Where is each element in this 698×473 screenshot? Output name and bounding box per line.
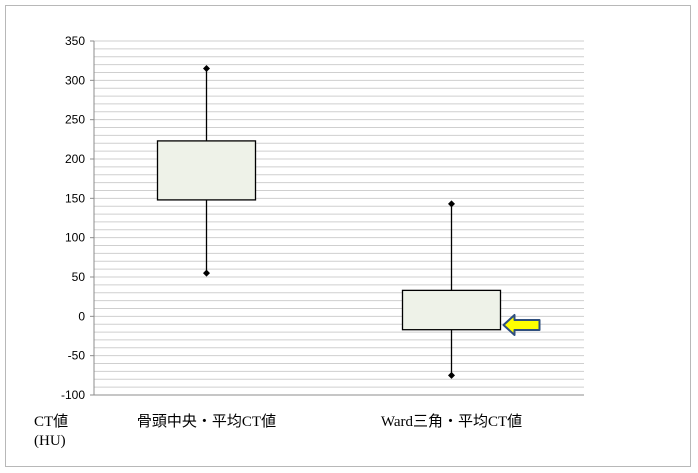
chart-frame: 350 300 250 200 150 100 50 0 -50 -100 骨頭中央・平均CT値 W… xyxy=(5,5,691,467)
arrow-icon xyxy=(502,313,541,336)
annotation xyxy=(502,313,541,336)
y-label-line: (HU) xyxy=(34,433,66,449)
y-tick-label: 100 xyxy=(65,231,85,245)
box xyxy=(156,140,257,201)
grid-lines xyxy=(94,40,584,388)
min-marker xyxy=(448,371,455,379)
max-marker xyxy=(203,65,210,73)
y-tick-label: 50 xyxy=(72,270,86,284)
y-tick-label: 300 xyxy=(65,73,85,87)
boxplot-chart: 350 300 250 200 150 100 50 0 -50 -100 骨頭中央・平均CT値 W… xyxy=(34,34,584,449)
box xyxy=(401,289,502,331)
category-label: Ward三角・平均CT値 xyxy=(381,413,522,430)
y-tick-labels: 350 300 250 200 150 100 50 0 -50 -100 xyxy=(61,34,85,402)
y-tick-label: 350 xyxy=(65,34,85,48)
category-labels: 骨頭中央・平均CT値 Ward三角・平均CT値 xyxy=(137,413,522,430)
y-tick-label: 150 xyxy=(65,191,85,205)
category-label: 骨頭中央・平均CT値 xyxy=(137,413,276,430)
y-tick-label: 0 xyxy=(78,309,85,323)
y-tick-label: 250 xyxy=(65,113,85,127)
y-tick-label: 200 xyxy=(65,152,85,166)
y-tick-label: -100 xyxy=(61,388,85,402)
axes xyxy=(90,40,584,396)
y-label-line: CT値 xyxy=(34,413,68,430)
y-axis-label: CT値 (HU) xyxy=(34,413,68,449)
y-tick-label: -50 xyxy=(68,349,86,363)
boxes xyxy=(156,65,502,379)
min-marker xyxy=(203,269,210,277)
max-marker xyxy=(448,200,455,208)
